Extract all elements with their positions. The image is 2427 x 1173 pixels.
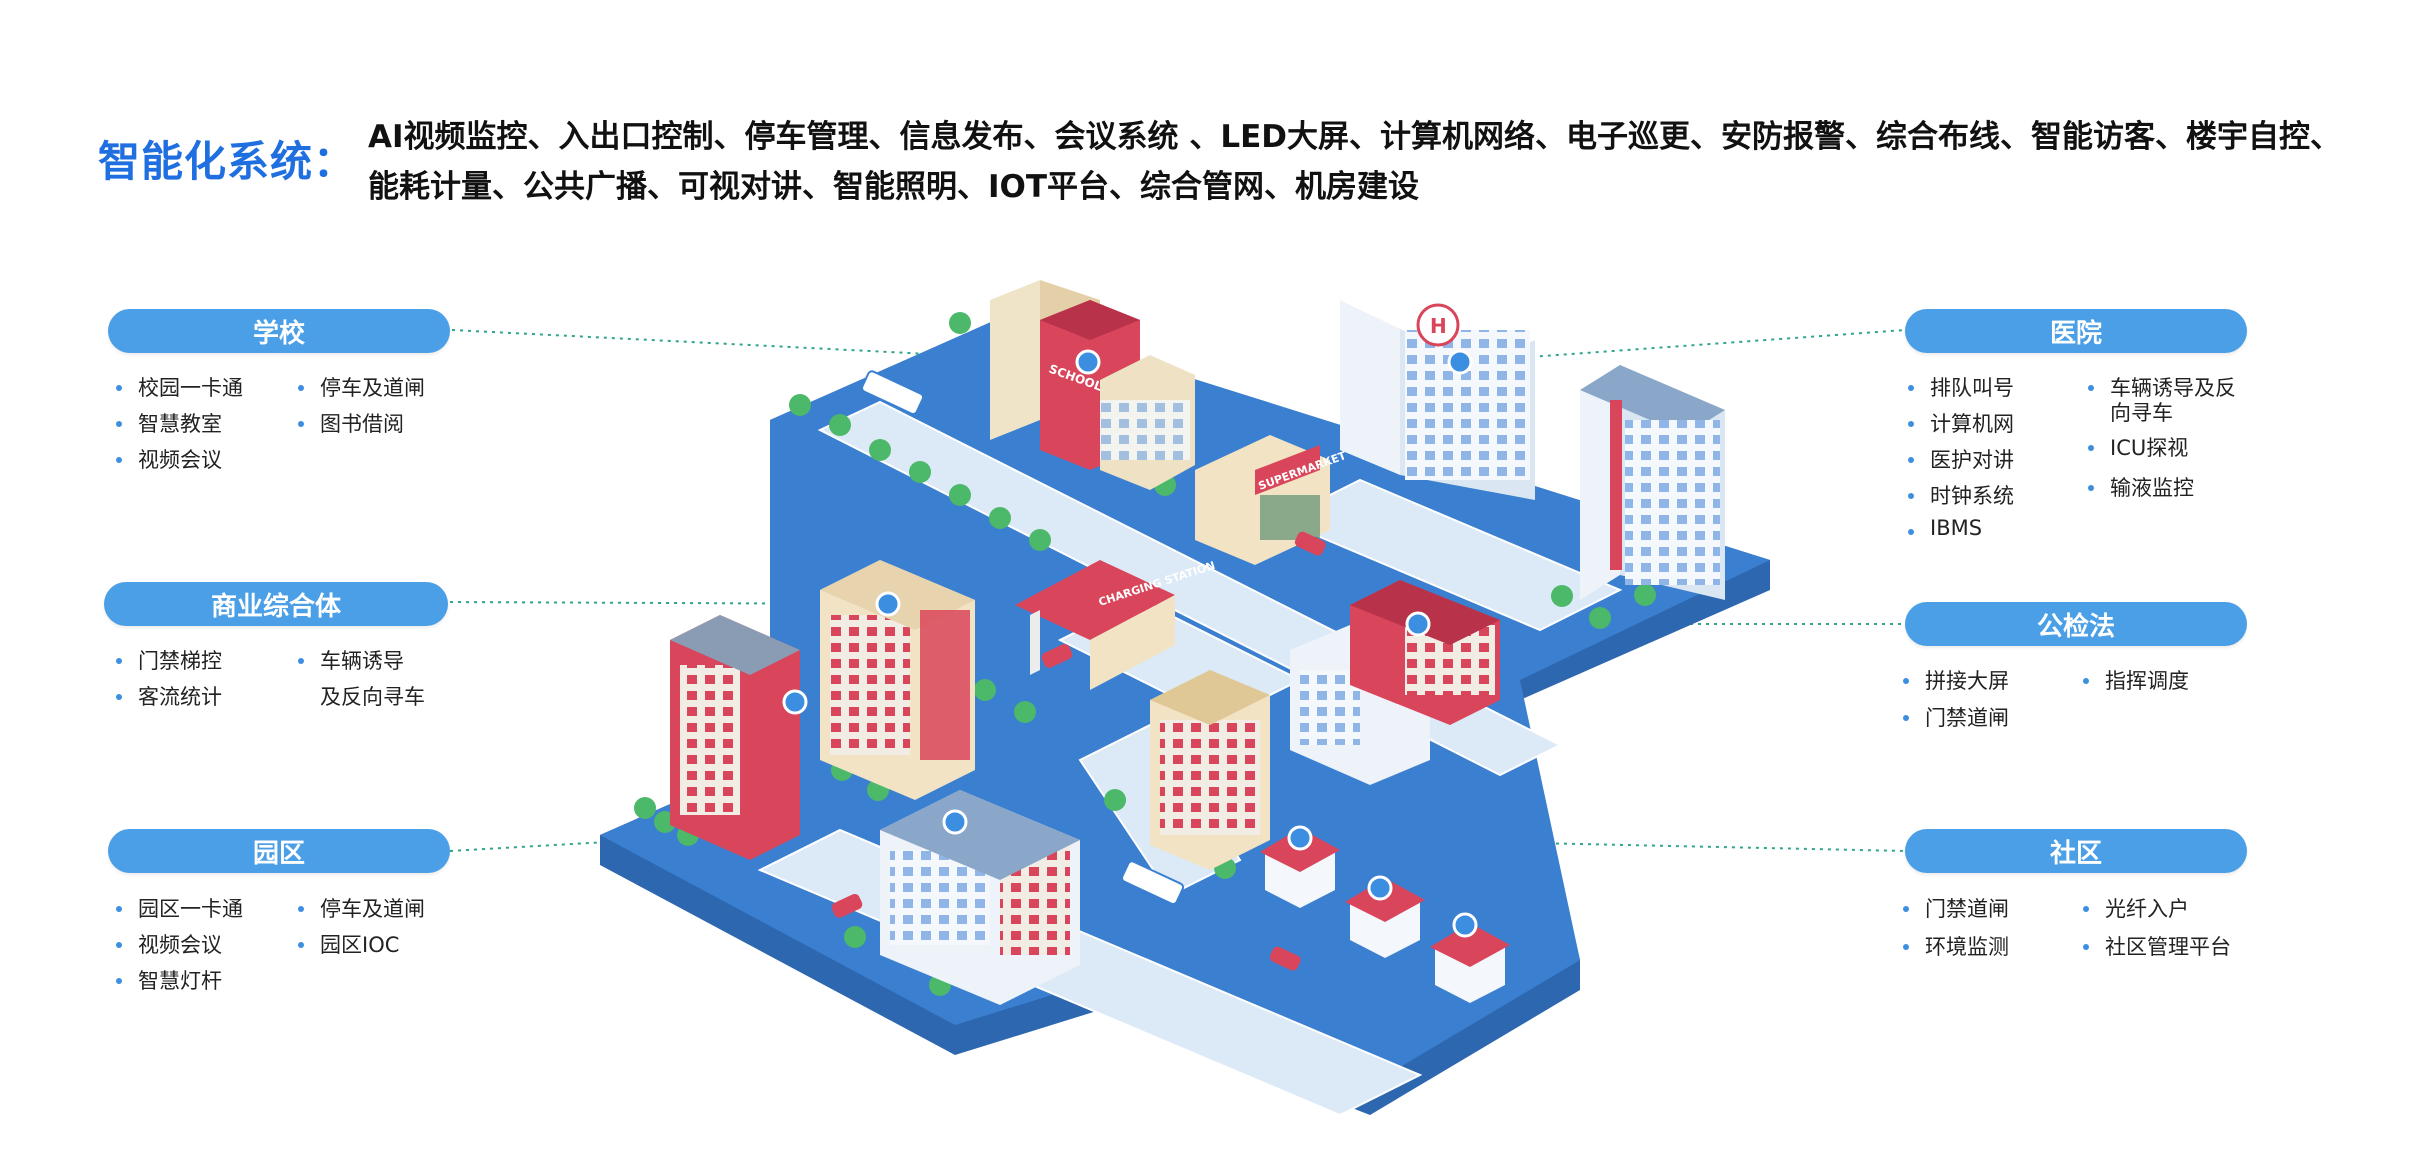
commercial-feature-cont: 及反向寻车 bbox=[320, 685, 425, 709]
location-markers bbox=[782, 349, 1478, 938]
marker-school bbox=[1075, 349, 1101, 375]
supermarket-building: SUPERMARKET bbox=[1195, 435, 1348, 565]
center-tower bbox=[1150, 670, 1270, 870]
tree-7 bbox=[1029, 529, 1051, 551]
tree-12 bbox=[634, 797, 656, 819]
marker-commercial bbox=[875, 591, 901, 617]
community-feature: 社区管理平台 bbox=[2083, 931, 2231, 961]
tree-17 bbox=[844, 926, 866, 948]
header-title: 智能化系统： bbox=[98, 137, 357, 186]
hospital-feature: 输液监控 bbox=[2088, 472, 2194, 502]
hospital-feature: 排队叫号 bbox=[1908, 372, 2014, 402]
park-feature: 视频会议 bbox=[116, 929, 222, 959]
hospital-feature: 车辆诱导及反 bbox=[2088, 372, 2236, 402]
hospital-feature: ICU探视 bbox=[2087, 432, 2188, 462]
marker-law bbox=[1405, 611, 1431, 637]
community-feature: 环境监测 bbox=[1903, 931, 2009, 961]
school-feature: 智慧教室 bbox=[116, 408, 222, 438]
school-building: SCHOOL bbox=[990, 280, 1195, 490]
law-feature: 门禁道闸 bbox=[1903, 702, 2009, 732]
hospital-feature: 时钟系统 bbox=[1908, 480, 2014, 510]
tree-8 bbox=[949, 312, 971, 334]
systems-line-2: 能耗计量、公共广播、可视对讲、智能照明、IOT平台、综合管网、机房建设 bbox=[368, 169, 1420, 205]
label-hospital: 医院 bbox=[1905, 309, 2247, 353]
tree-6 bbox=[989, 507, 1011, 529]
road-upper-right bbox=[1277, 478, 1623, 632]
community-feature: 门禁道闸 bbox=[1903, 893, 2009, 923]
hospital-building: H bbox=[1340, 275, 1535, 500]
tree-1 bbox=[789, 394, 811, 416]
connector-community bbox=[1299, 837, 1906, 852]
tree-10 bbox=[974, 679, 996, 701]
park-feature: 智慧灯杆 bbox=[116, 965, 222, 995]
marker-community-2 bbox=[1367, 875, 1393, 901]
tree-19 bbox=[1104, 789, 1126, 811]
tree-23 bbox=[1551, 585, 1573, 607]
park-building bbox=[880, 790, 1080, 1005]
right-tower bbox=[1580, 365, 1725, 600]
label-community: 社区 bbox=[1905, 829, 2247, 873]
marker-community-3 bbox=[1452, 912, 1478, 938]
marker-community-1 bbox=[1287, 825, 1313, 851]
school-feature: 图书借阅 bbox=[298, 408, 404, 438]
commercial-feature: 客流统计 bbox=[116, 681, 222, 711]
hospital-feature: 计算机网 bbox=[1908, 408, 2014, 438]
label-commercial: 商业综合体 bbox=[104, 582, 448, 626]
mid-residential bbox=[820, 560, 975, 800]
hospital-feature: 医护对讲 bbox=[1908, 444, 2014, 474]
tree-4 bbox=[909, 461, 931, 483]
header-systems: AI视频监控、入出口控制、停车管理、信息发布、会议系统 、LED大屏、计算机网络… bbox=[368, 112, 2408, 212]
tree-25 bbox=[1634, 584, 1656, 606]
school-feature: 视频会议 bbox=[116, 444, 222, 474]
marker-hospital bbox=[1447, 349, 1473, 375]
school-feature: 校园一卡通 bbox=[116, 372, 243, 402]
label-park: 园区 bbox=[108, 829, 450, 873]
community-feature: 光纤入户 bbox=[2083, 893, 2189, 923]
buses bbox=[861, 370, 1185, 905]
commercial-feature: 车辆诱导 bbox=[298, 645, 404, 675]
park-feature: 园区一卡通 bbox=[116, 893, 243, 923]
tree-5 bbox=[949, 484, 971, 506]
tree-24 bbox=[1589, 607, 1611, 629]
tree-11 bbox=[1014, 701, 1036, 723]
law-building bbox=[1290, 580, 1500, 785]
hospital-feature: IBMS bbox=[1907, 516, 1983, 540]
cars bbox=[831, 531, 1326, 971]
park-feature: 园区IOC bbox=[297, 929, 399, 959]
hospital-feature-cont: 向寻车 bbox=[2110, 401, 2173, 425]
park-feature: 停车及道闸 bbox=[298, 893, 425, 923]
label-school: 学校 bbox=[108, 309, 450, 353]
commercial-feature: 门禁梯控 bbox=[116, 645, 222, 675]
hospital-sign: H bbox=[1430, 314, 1447, 338]
systems-line-1: AI视频监控、入出口控制、停车管理、信息发布、会议系统 、LED大屏、计算机网络… bbox=[368, 119, 2341, 155]
marker-commercial-2 bbox=[782, 689, 808, 715]
connector-commercial bbox=[449, 601, 889, 605]
label-law: 公检法 bbox=[1905, 602, 2247, 646]
tree-2 bbox=[829, 414, 851, 436]
tree-3 bbox=[869, 439, 891, 461]
left-red-tower bbox=[670, 615, 800, 860]
marker-park bbox=[942, 809, 968, 835]
law-feature: 指挥调度 bbox=[2083, 665, 2189, 695]
school-feature: 停车及道闸 bbox=[298, 372, 425, 402]
law-feature: 拼接大屏 bbox=[1903, 665, 2009, 695]
